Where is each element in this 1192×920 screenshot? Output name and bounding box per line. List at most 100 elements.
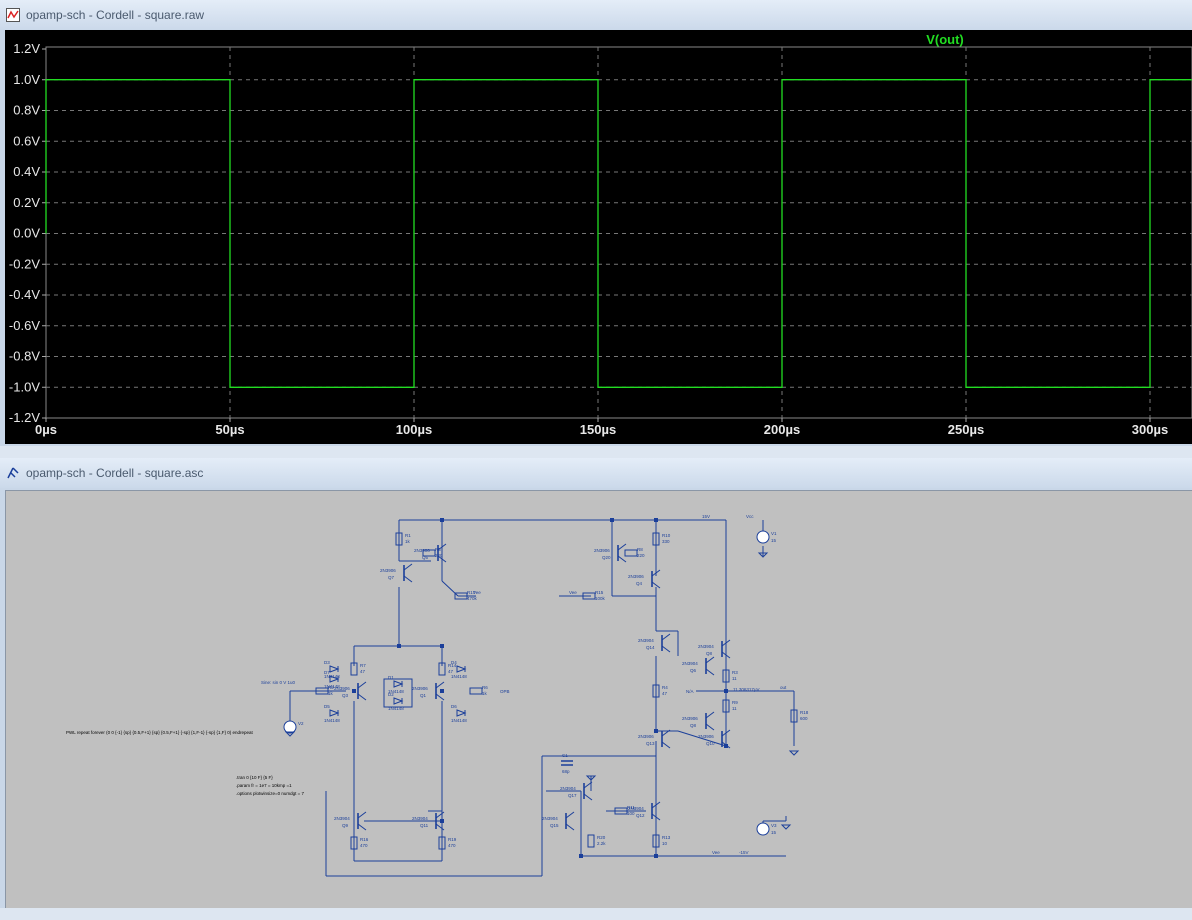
spice-directive[interactable]: .options plotwinsize=0 numdgt = 7 xyxy=(236,791,305,796)
spice-directive[interactable]: .tran 0 {10 F} {5 F} xyxy=(236,775,273,780)
voltage-source-v3[interactable] xyxy=(756,822,770,836)
part-value-r18v: 600 xyxy=(800,716,808,721)
resistor-r7[interactable] xyxy=(350,662,358,676)
resistor-r14[interactable] xyxy=(438,662,446,676)
junction-dot xyxy=(654,518,658,522)
part-ref-q6: Q6 xyxy=(690,668,697,673)
y-tick-label: 1.2V xyxy=(13,41,40,56)
part-value-r9v: 11 xyxy=(732,706,737,711)
schematic-titlebar[interactable]: opamp-sch - Cordell - square.asc xyxy=(0,458,1192,488)
capacitor-c1[interactable] xyxy=(561,760,573,766)
transistor-emitter xyxy=(583,793,593,801)
resistor-r5[interactable] xyxy=(422,549,436,557)
junction-dot xyxy=(352,689,356,693)
part-type-q13: 2N3906 xyxy=(638,734,654,739)
transistor-emitter xyxy=(651,813,661,821)
x-tick-label: 200µs xyxy=(764,422,800,437)
resistor-r16[interactable] xyxy=(350,836,358,850)
y-tick-label: 1.0V xyxy=(13,72,40,87)
part-ref-r19: R19 xyxy=(448,837,457,842)
diode-d7[interactable] xyxy=(329,675,340,683)
transistor-emitter xyxy=(435,823,445,831)
schematic-window-title: opamp-sch - Cordell - square.asc xyxy=(26,466,204,480)
waveform-chart[interactable]: 1.2V1.0V0.8V0.6V0.4V0.2V0.0V-0.2V-0.4V-0… xyxy=(5,30,1192,444)
transistor-collector xyxy=(403,563,413,571)
part-type-d6: 1N4148 xyxy=(451,718,467,723)
y-tick-label: 0.8V xyxy=(13,103,40,118)
resistor-r8[interactable] xyxy=(624,549,638,557)
transistor-emitter xyxy=(721,741,731,749)
resistor-r18[interactable] xyxy=(790,709,798,723)
part-type-q8b: 2N3906 xyxy=(682,716,698,721)
part-type-q9: 2N3904 xyxy=(334,816,350,821)
diode-d2[interactable] xyxy=(393,697,404,705)
net-label-vee1: Vee xyxy=(473,590,481,595)
part-ref-q14: Q14 xyxy=(646,645,655,650)
status-bar xyxy=(0,908,1192,920)
part-ref-r18: R18 xyxy=(800,710,809,715)
resistor-r15[interactable] xyxy=(582,592,596,600)
junction-dot xyxy=(610,518,614,522)
x-tick-label: 150µs xyxy=(580,422,616,437)
part-ref-r1: R1 xyxy=(405,533,411,538)
diode-d1[interactable] xyxy=(393,680,404,688)
y-tick-label: 0.6V xyxy=(13,133,40,148)
resistor-r19[interactable] xyxy=(438,836,446,850)
part-ref-q10: Q10 xyxy=(706,741,715,746)
ground-symbol xyxy=(757,552,769,558)
junction-dot xyxy=(440,644,444,648)
ground-symbol xyxy=(284,731,296,737)
part-ref-c1: C1 xyxy=(562,753,568,758)
x-tick-label: 100µs xyxy=(396,422,432,437)
part-ref-d5: D5 xyxy=(324,704,330,709)
part-value-v1v: 15 xyxy=(771,538,777,543)
resistor-r13[interactable] xyxy=(652,834,660,848)
plot-frame xyxy=(45,46,1192,419)
resistor-r20[interactable] xyxy=(587,834,595,848)
waveform-titlebar[interactable]: opamp-sch - Cordell - square.raw xyxy=(0,0,1192,30)
resistor-r17[interactable] xyxy=(454,592,468,600)
resistor-r6[interactable] xyxy=(469,687,483,695)
resistor-r11[interactable] xyxy=(614,807,628,815)
part-value-r1v: 1k xyxy=(405,539,411,544)
part-ref-r9: R9 xyxy=(732,700,738,705)
schematic-drawing[interactable]: R11kR5220R17470kR747R1447R21kR61kR16470R… xyxy=(6,491,1192,911)
ground-symbol xyxy=(788,750,800,756)
voltage-source-v2[interactable] xyxy=(283,720,297,734)
diode-d4[interactable] xyxy=(456,665,467,673)
y-tick-label: -0.2V xyxy=(9,256,40,271)
resistor-r2[interactable] xyxy=(315,687,329,695)
y-tick-label: -1.0V xyxy=(9,379,40,394)
part-ref-r8: R8 xyxy=(637,547,643,552)
resistor-r3[interactable] xyxy=(722,669,730,683)
transistor-collector xyxy=(437,543,447,551)
spice-directive[interactable]: .param fr = 1e7 = 10kmp =1 xyxy=(236,783,292,788)
net-label-opb: OPB xyxy=(500,689,510,694)
resistor-r1[interactable] xyxy=(395,532,403,546)
part-ref-q8: Q8 xyxy=(706,651,713,656)
junction-dot xyxy=(724,744,728,748)
transistor-emitter xyxy=(661,741,671,749)
resistor-r9[interactable] xyxy=(722,699,730,713)
transistor-emitter xyxy=(437,555,447,563)
diode-d6[interactable] xyxy=(456,709,467,717)
legend-trace-label[interactable]: V(out) xyxy=(926,32,964,47)
diode-d5[interactable] xyxy=(329,709,340,717)
resistor-r4[interactable] xyxy=(652,684,660,698)
part-type-q8: 2N3904 xyxy=(698,644,714,649)
resistor-r10[interactable] xyxy=(652,532,660,546)
x-tick-label: 50µs xyxy=(215,422,244,437)
part-ref-q13: Q13 xyxy=(646,741,655,746)
junction-dot xyxy=(440,518,444,522)
part-type-d7: 1N4148 xyxy=(324,684,340,689)
schematic-canvas[interactable]: R11kR5220R17470kR747R1447R21kR61kR16470R… xyxy=(5,490,1192,912)
part-type-q20: 2N3906 xyxy=(594,548,610,553)
voltage-source-v1[interactable] xyxy=(756,530,770,544)
part-ref-r4: R4 xyxy=(662,685,668,690)
transistor-collector xyxy=(721,639,731,647)
spice-directive[interactable]: PWL repeat forever (0 0 {-1} {sp} {0.5,F… xyxy=(66,730,253,735)
part-value-r19v: 470 xyxy=(448,843,456,848)
transistor-emitter xyxy=(705,668,715,676)
diode-d3[interactable] xyxy=(329,665,340,673)
